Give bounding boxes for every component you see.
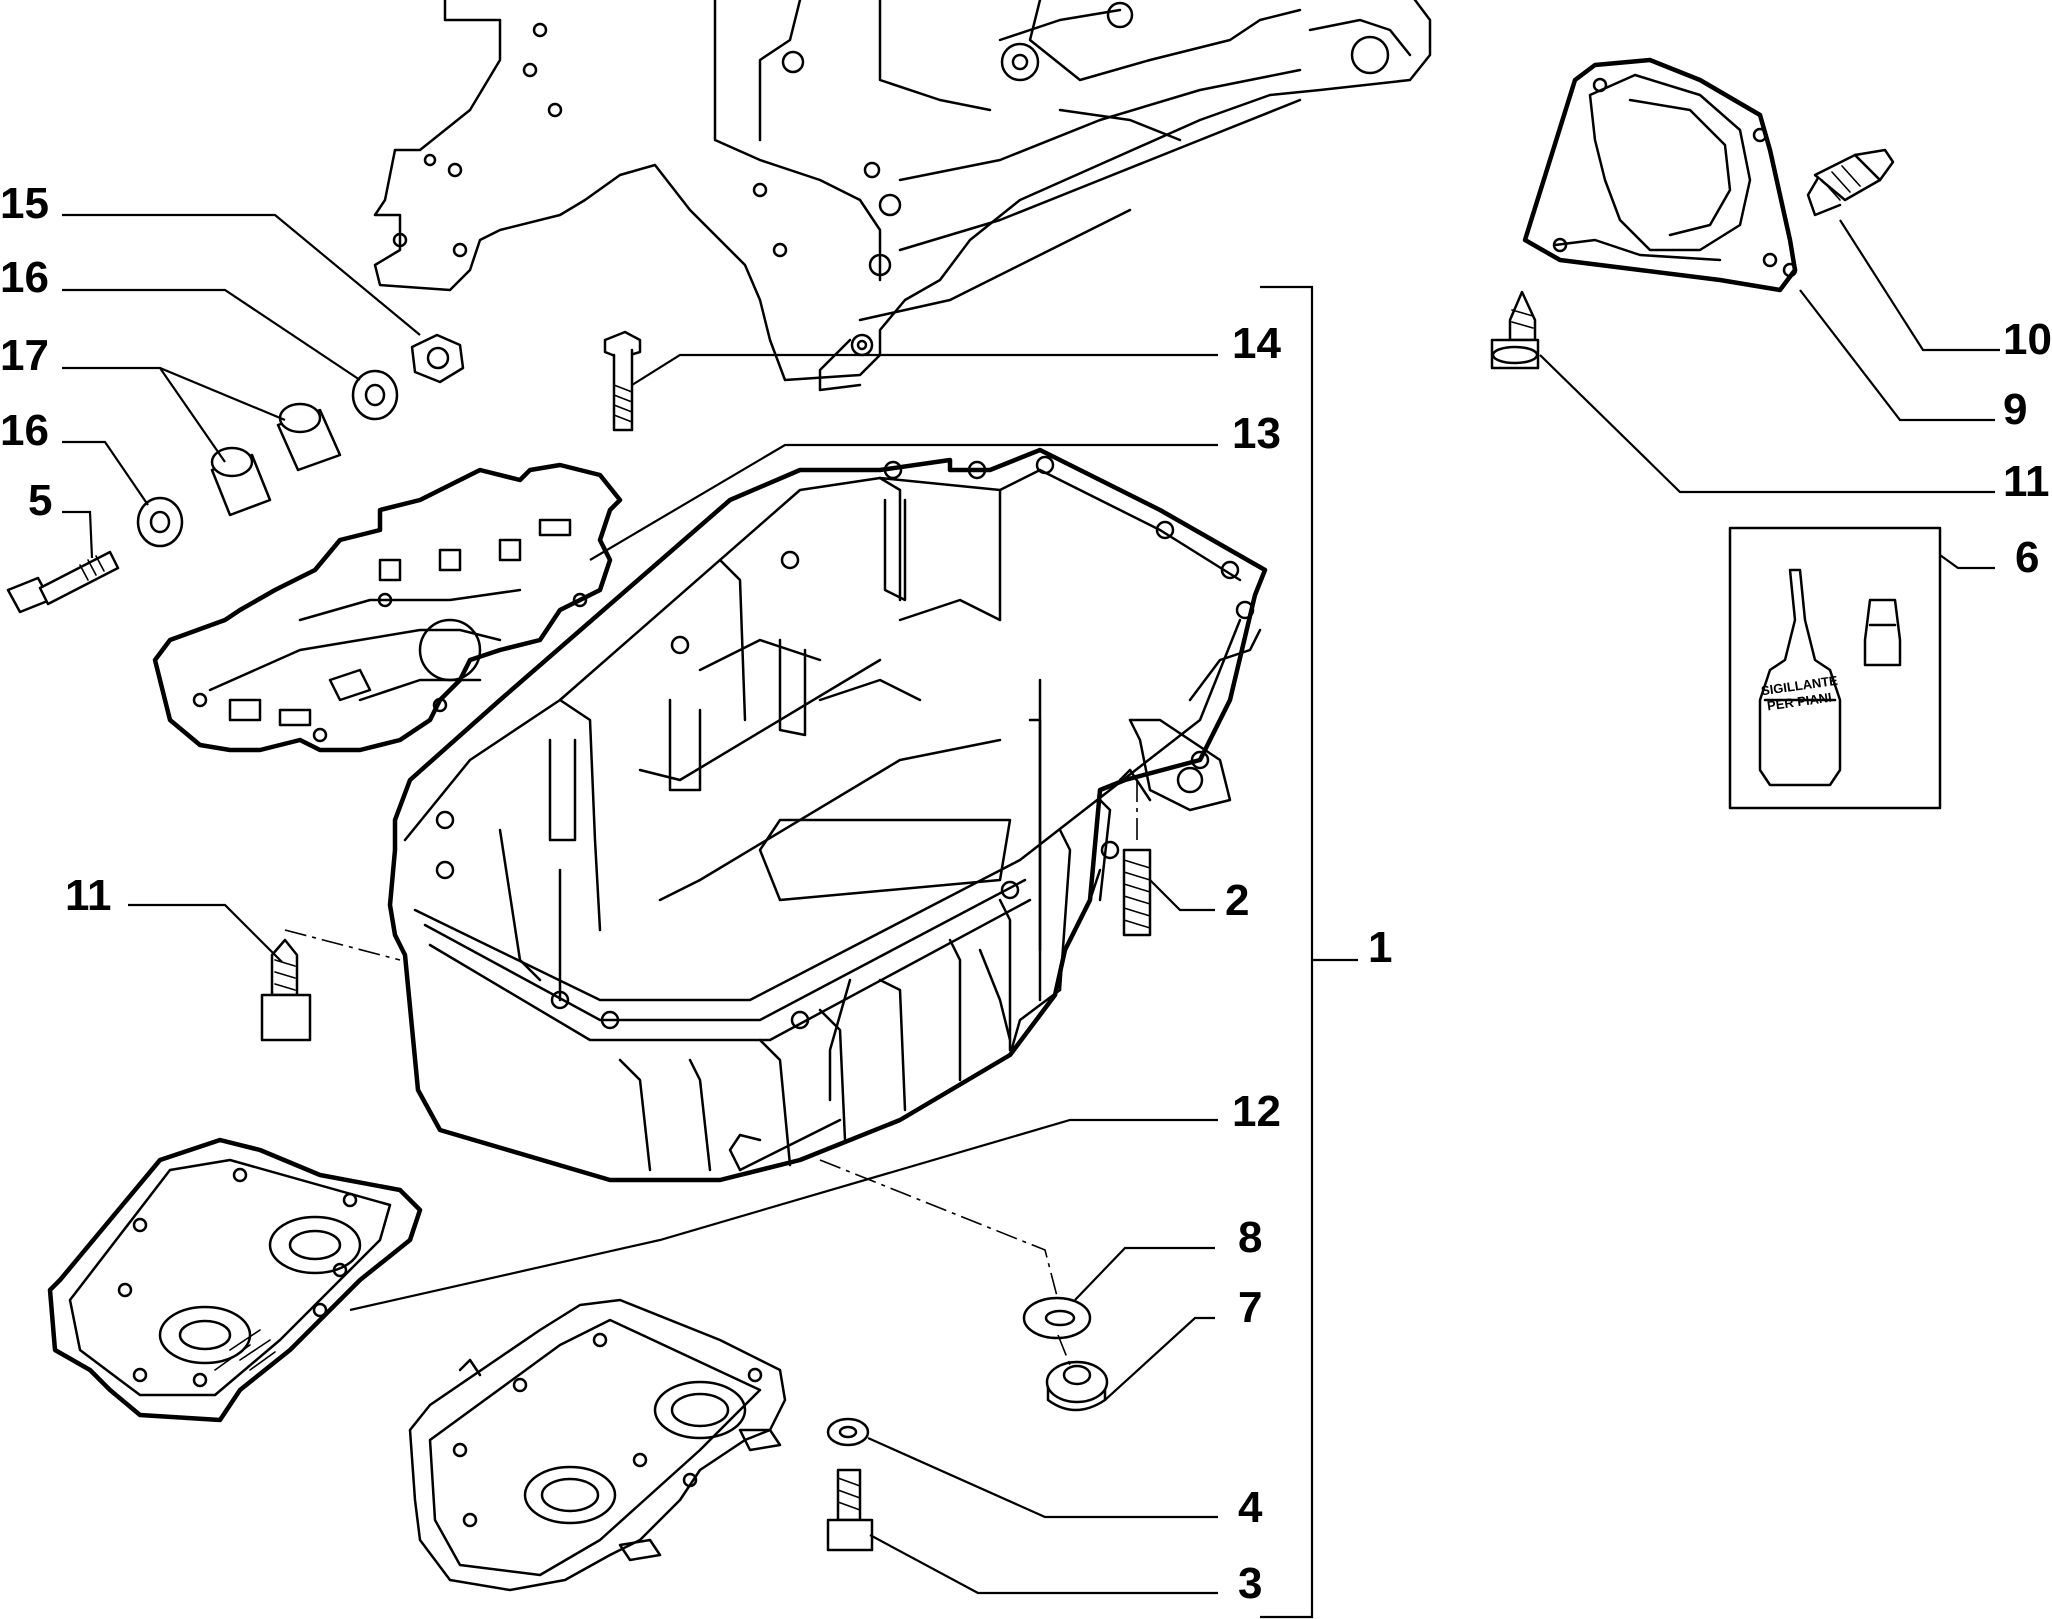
washer-16-bottom: [136, 496, 184, 548]
callout-15: 15: [0, 179, 49, 228]
callout-16-top: 16: [0, 253, 49, 302]
sealant-kit-6: SIGILLANTE PER PIANI: [1728, 526, 1942, 810]
washer-8: [1022, 1296, 1092, 1340]
callout-13: 13: [1232, 409, 1281, 458]
spacer-17-a: [276, 402, 342, 472]
callout-12: 12: [1232, 1087, 1281, 1136]
gasket-12: [47, 1137, 423, 1423]
stud-2: [1122, 848, 1152, 937]
nut-15: [410, 333, 465, 384]
callout-4: 4: [1238, 1483, 1263, 1532]
callout-16-bottom: 16: [0, 406, 49, 455]
washer-4: [826, 1417, 870, 1447]
engine-block: [373, 0, 1432, 392]
callout-9: 9: [2003, 385, 2027, 434]
bolt-11-left: [260, 938, 312, 1042]
callout-7: 7: [1238, 1283, 1262, 1332]
drain-plug-7: [1045, 1360, 1109, 1412]
callout-17: 17: [0, 331, 49, 380]
callout-6: 6: [2015, 533, 2039, 582]
gasket-plate-upper: [152, 462, 623, 753]
callout-labels: 15 16 17 16 5 14 13 2 1 11 12 8 7 4 3 10…: [0, 179, 2052, 1608]
bolt-14: [603, 330, 642, 432]
washer-16-top: [351, 369, 399, 421]
alignment-lines: [284, 780, 1138, 1371]
callout-3: 3: [1238, 1559, 1262, 1608]
leader-lines: [62, 213, 2000, 1619]
callout-11-left: 11: [65, 871, 112, 920]
bolt-11-right: [1490, 290, 1540, 370]
bolt-5: [6, 550, 120, 614]
bolt-10: [1806, 148, 1895, 217]
callout-11-right: 11: [2003, 457, 2050, 506]
callout-1: 1: [1368, 923, 1392, 972]
oil-pan: [387, 447, 1268, 1183]
rear-seal-cover-9: [1522, 57, 1798, 293]
callout-8: 8: [1238, 1213, 1262, 1262]
callout-5: 5: [28, 476, 52, 525]
bolt-3: [826, 1468, 874, 1552]
spacer-17-b: [210, 446, 272, 517]
oil-baffle: [408, 1298, 787, 1592]
callout-10: 10: [2003, 315, 2052, 364]
callout-14: 14: [1232, 319, 1281, 368]
callout-2: 2: [1225, 876, 1249, 925]
